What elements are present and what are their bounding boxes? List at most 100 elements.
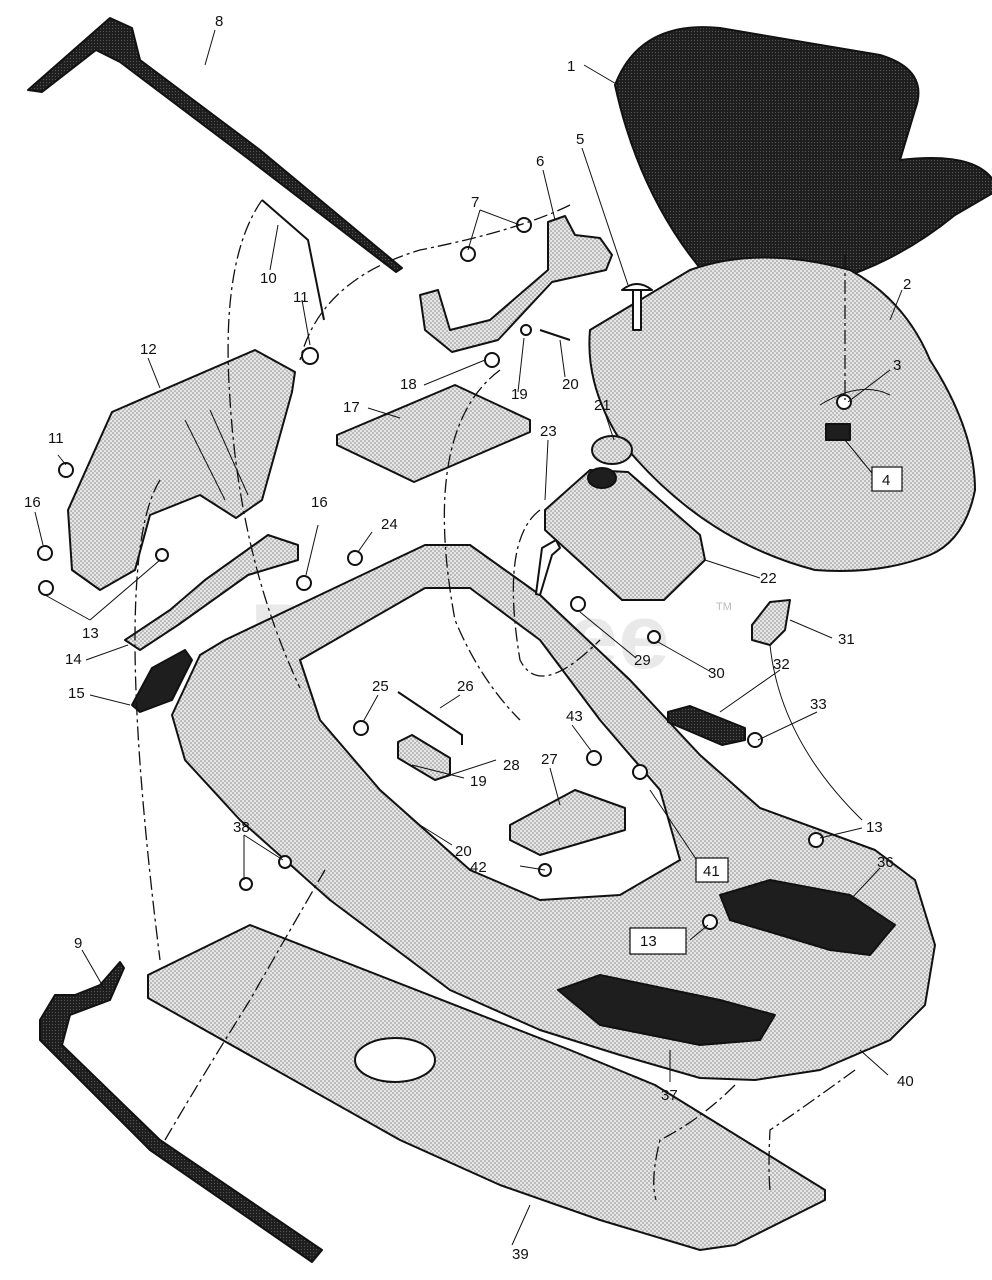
assembly-line (653, 1084, 736, 1201)
frame-hole (354, 1037, 436, 1083)
part-2-seat-pan (588, 256, 976, 572)
callout-41: 41 (703, 863, 720, 880)
callout-22: 22 (760, 570, 777, 587)
callout-11-left: 11 (48, 430, 64, 447)
callout-8: 8 (215, 13, 223, 30)
callout-2: 2 (903, 276, 911, 293)
callout-24: 24 (381, 516, 398, 533)
part-18-nut (484, 352, 500, 368)
part-21-fuel-cap (591, 435, 633, 465)
part-38-push-pin-b (239, 877, 253, 891)
callout-37: 37 (661, 1087, 678, 1104)
callout-14: 14 (65, 651, 82, 668)
callout-25: 25 (372, 678, 389, 695)
part-11-nut-b (58, 462, 74, 478)
part-20-pin (539, 329, 571, 341)
part-16-bolt-b (296, 575, 312, 591)
callout-40: 40 (897, 1073, 914, 1090)
callout-17: 17 (343, 399, 360, 416)
callout-19-mid: 19 (470, 773, 487, 790)
part-13-bolt-c (702, 914, 718, 930)
callout-12: 12 (140, 341, 157, 358)
callout-3: 3 (893, 357, 901, 374)
assembly-line (134, 479, 161, 961)
callout-30: 30 (708, 665, 725, 682)
part-9-trim-strip (39, 961, 323, 1263)
part-6-seat-bracket (419, 215, 613, 353)
part-13-bolt-a (38, 580, 54, 596)
callout-16-mid: 16 (311, 494, 328, 511)
assembly-line (512, 509, 601, 677)
part-7-bolt-b (460, 246, 476, 262)
part-27-plate (509, 789, 626, 856)
part-14-bracket (124, 534, 299, 651)
part-3-washer (836, 394, 852, 410)
callout-6: 6 (536, 153, 544, 170)
part-23-bolt (535, 539, 561, 596)
assembly-line (164, 869, 326, 1141)
callout-28: 28 (503, 757, 520, 774)
part-38-push-pin-a (278, 855, 292, 869)
part-17-plate (336, 384, 531, 483)
callout-32: 32 (773, 656, 790, 673)
callout-1: 1 (567, 58, 575, 75)
callout-labels: 1 2 3 4 5 6 7 8 9 10 11 11 12 13 13 13 1… (24, 13, 914, 1263)
callout-21: 21 (594, 397, 611, 414)
callout-31: 31 (838, 631, 855, 648)
watermark-tm: TM (716, 601, 732, 613)
callout-4: 4 (882, 472, 890, 489)
callout-20-mid: 20 (455, 843, 472, 860)
callout-29: 29 (634, 652, 651, 669)
assembly-line (443, 369, 521, 721)
part-1-seat (614, 26, 992, 301)
callout-5: 5 (576, 131, 584, 148)
part-24-bolt (347, 550, 363, 566)
assembly-line (299, 204, 571, 361)
callout-41-box (695, 857, 729, 883)
callout-38: 38 (233, 819, 250, 836)
part-26-rod (397, 691, 463, 745)
part-13-bolt-b (808, 832, 824, 848)
leader-lines (34, 29, 903, 1246)
part-33-bolt (747, 732, 763, 748)
part-4-seat-knob (825, 423, 851, 441)
part-8-trim-strip (27, 17, 403, 273)
callout-13-right: 13 (866, 819, 883, 836)
callout-42: 42 (470, 859, 487, 876)
part-37-footrest-left (557, 974, 776, 1046)
tank-neck (587, 467, 617, 489)
part-5-carriage-bolt (621, 283, 653, 331)
callout-43: 43 (566, 708, 583, 725)
part-16-bolt-a (37, 545, 53, 561)
callout-16-left: 16 (24, 494, 41, 511)
callout-7: 7 (471, 194, 479, 211)
part-13-nut (155, 548, 169, 562)
part-12-console-support (67, 349, 296, 591)
part-25-bolt (353, 720, 369, 736)
part-32-latch (667, 705, 746, 746)
callout-4-box (871, 466, 903, 492)
part-11-nut-a (301, 347, 319, 365)
callout-18: 18 (400, 376, 417, 393)
callout-33: 33 (810, 696, 827, 713)
assembly-line (227, 199, 301, 689)
callout-13-box (629, 927, 687, 955)
callout-20-top: 20 (562, 376, 579, 393)
part-15-pad (131, 649, 193, 713)
callout-26: 26 (457, 678, 474, 695)
callout-10: 10 (260, 270, 277, 287)
part-43-bolt (586, 750, 602, 766)
part-31-cable (769, 644, 863, 821)
callout-9: 9 (74, 935, 82, 952)
callout-13-boxed: 13 (640, 933, 657, 950)
part-10-rod (261, 199, 325, 321)
part-30-nut (647, 630, 661, 644)
part-19-washer (520, 324, 532, 336)
assembly-line (768, 1069, 856, 1191)
part-39-base-frame (147, 924, 826, 1251)
callout-15: 15 (68, 685, 85, 702)
part-41-clip (632, 764, 648, 780)
callout-19-top: 19 (511, 386, 528, 403)
callout-36: 36 (877, 854, 894, 871)
